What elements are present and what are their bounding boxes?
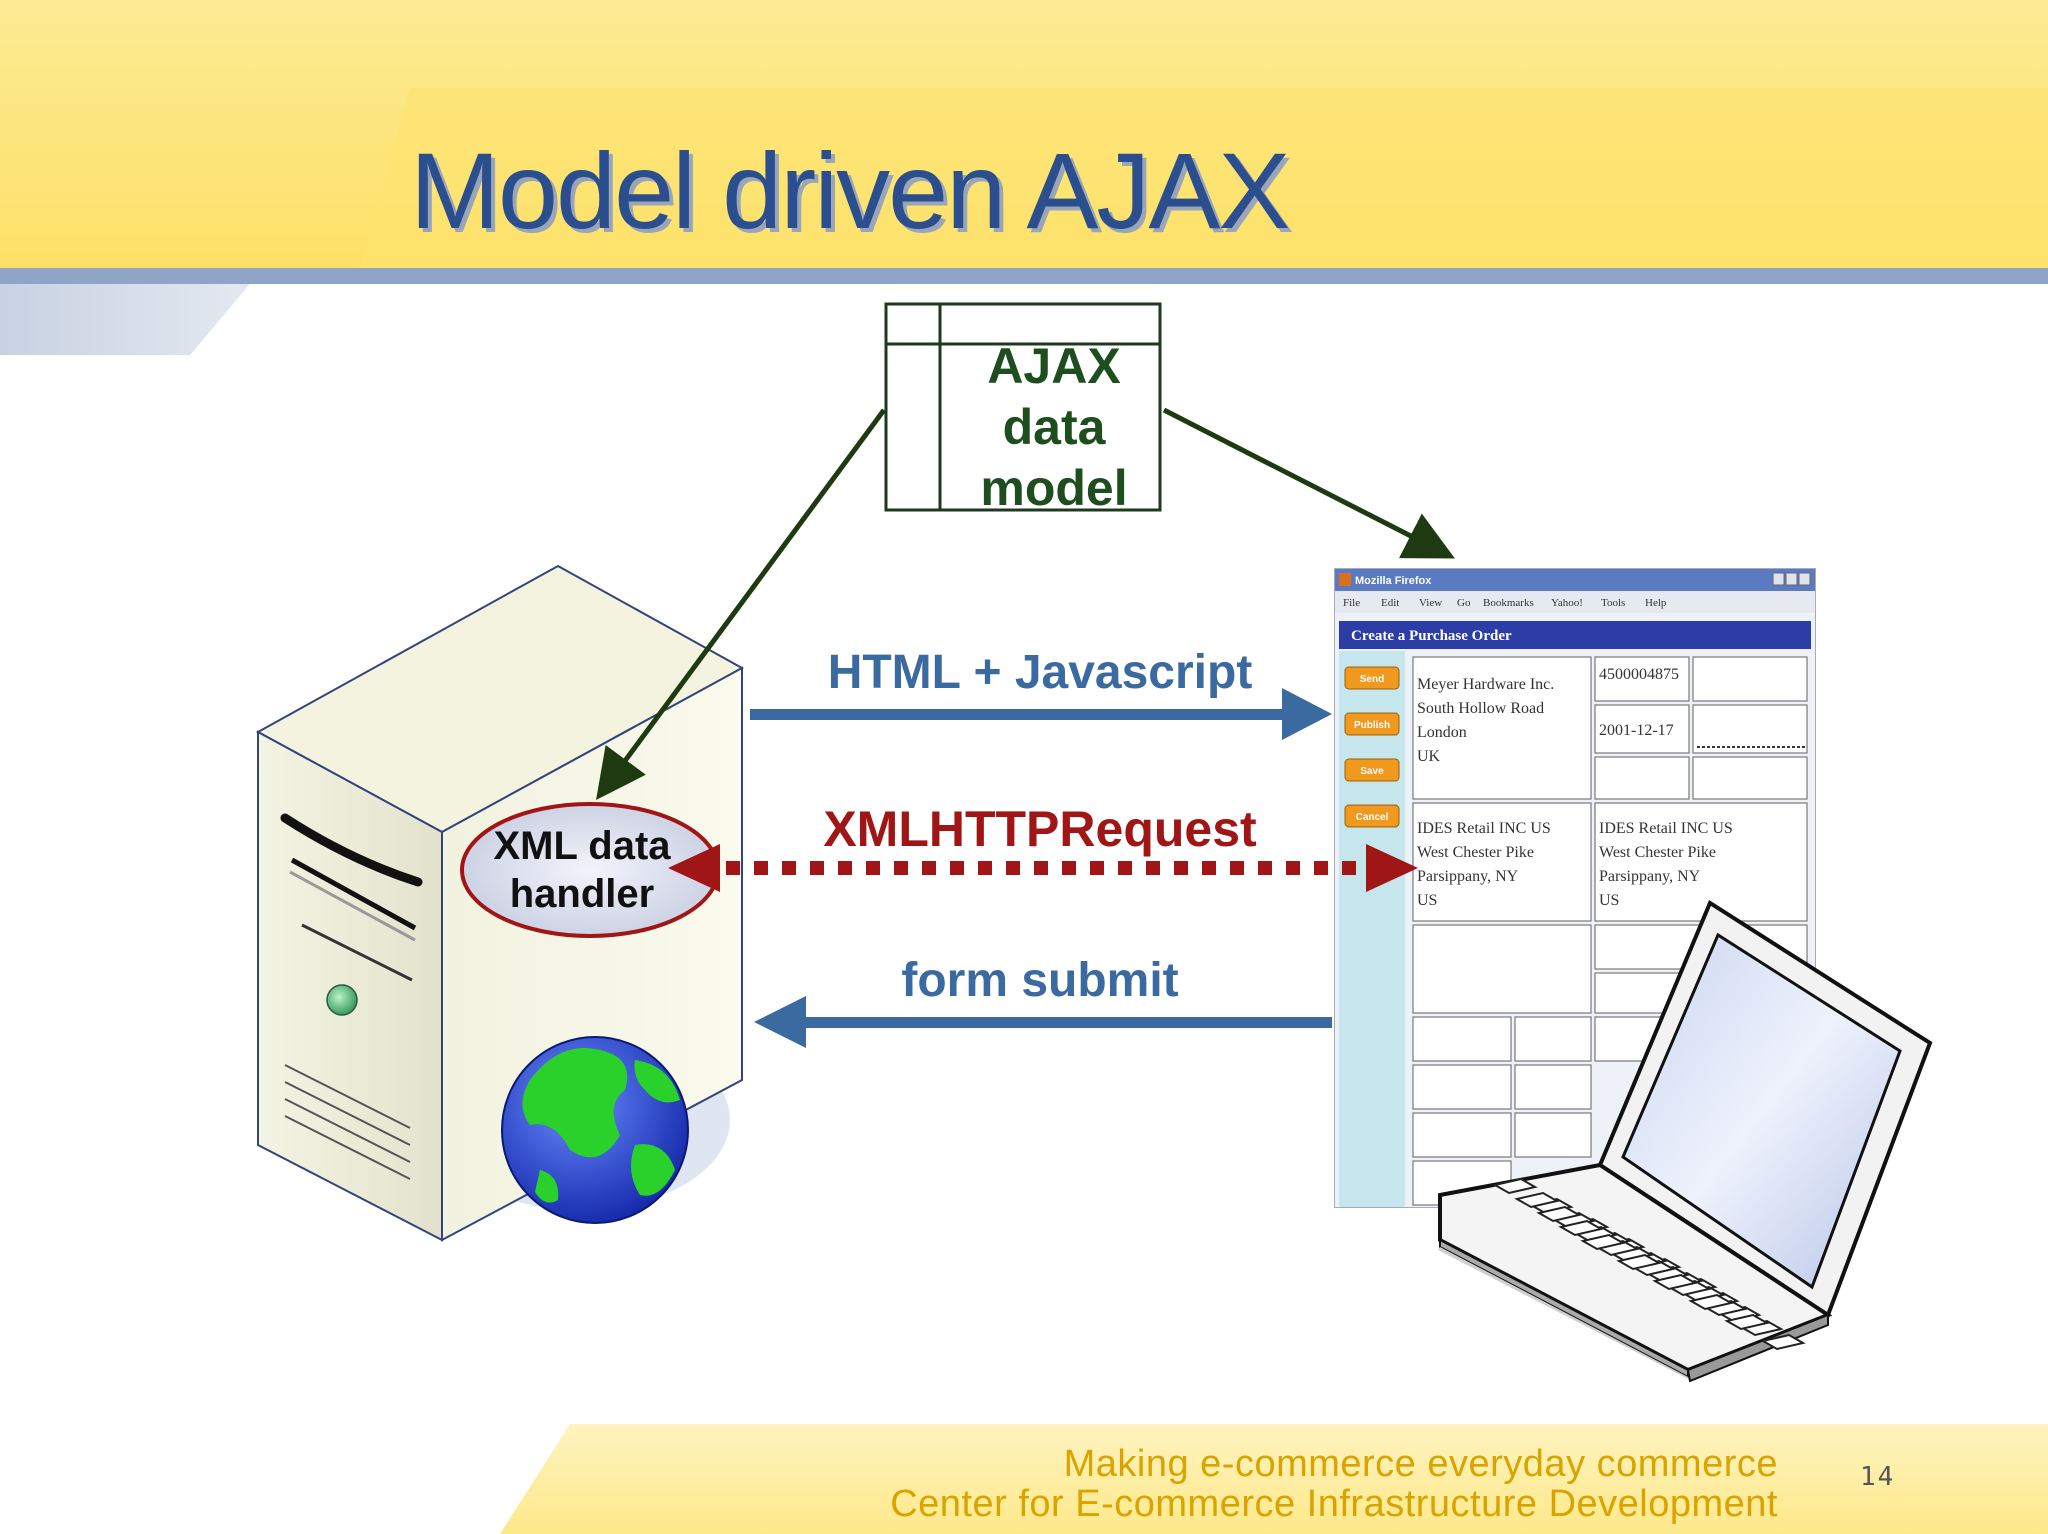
buyer-address-line: Parsippany, NY: [1599, 868, 1701, 885]
html-js-arrow: [750, 688, 1332, 740]
form-action-button[interactable]: [1344, 666, 1400, 690]
seller-address-line: South Hollow Road: [1417, 700, 1544, 717]
form-action-button[interactable]: [1344, 712, 1400, 736]
xml-handler-label: XML data handler: [462, 822, 702, 918]
browser-menu-item[interactable]: Tools: [1601, 597, 1625, 609]
buyer-address-line: US: [1599, 892, 1619, 909]
browser-menu-item[interactable]: Go: [1457, 597, 1471, 609]
keyboard-key: [1492, 1177, 1538, 1195]
xhr-label: XMLHTTPRequest: [823, 801, 1257, 857]
form-action-button[interactable]: [1344, 758, 1400, 782]
browser-menu-item[interactable]: Edit: [1381, 597, 1399, 609]
keyboard-key: [1580, 1233, 1626, 1251]
browser-menu-item[interactable]: File: [1343, 597, 1360, 609]
keyboard-key: [1616, 1253, 1662, 1271]
slide-title: Model driven AJAX: [410, 130, 1290, 251]
xml-handler-label-line1: XML data: [493, 824, 671, 868]
model-to-handler-arrow: [596, 408, 887, 801]
browser-menu-item[interactable]: Help: [1645, 597, 1667, 609]
page-header: Create a Purchase Order: [1351, 628, 1512, 644]
keyboard-key: [1536, 1205, 1582, 1223]
keyboard-key: [1688, 1293, 1734, 1311]
browser-title: Mozilla Firefox: [1355, 575, 1432, 587]
buyer-address-line: West Chester Pike: [1599, 844, 1716, 861]
form-submit-arrow: [754, 996, 1332, 1048]
form-action-button-label: Send: [1360, 674, 1384, 685]
consignee-address-line: US: [1417, 892, 1437, 909]
consignee-address-line: Parsippany, NY: [1417, 868, 1519, 885]
keyboard-key: [1652, 1273, 1698, 1291]
web-server-illustration: [255, 564, 745, 1242]
page-number: 14: [1860, 1462, 1896, 1492]
seller-address-line: UK: [1417, 748, 1441, 765]
data-model-label: AJAX data model: [980, 338, 1128, 516]
footer-organization: Center for E-commerce Infrastructure Dev…: [890, 1483, 1778, 1525]
form-action-button-label: Cancel: [1356, 812, 1389, 823]
form-action-button-label: Save: [1360, 766, 1384, 777]
order-date: 2001-12-17: [1599, 722, 1674, 739]
form-action-button[interactable]: [1344, 804, 1400, 828]
keyboard-key: [1558, 1219, 1604, 1237]
globe-icon: [501, 1036, 689, 1224]
order-number: 4500004875: [1599, 666, 1679, 683]
browser-menu-item[interactable]: Yahoo!: [1551, 597, 1583, 609]
keyboard-key: [1760, 1333, 1806, 1351]
seller-address-line: London: [1417, 724, 1467, 741]
consignee-address-line: West Chester Pike: [1417, 844, 1534, 861]
keyboard-key: [1514, 1191, 1560, 1209]
form-action-button-label: Publish: [1354, 720, 1390, 731]
consignee-address-line: IDES Retail INC US: [1417, 820, 1551, 837]
data-model-table-icon: [884, 302, 1162, 512]
xml-handler-label-line2: handler: [509, 872, 655, 916]
laptop-illustration: [1438, 900, 1933, 1383]
model-to-browser-arrow: [1162, 407, 1455, 559]
xhr-double-arrow: [668, 844, 1418, 892]
footer-tagline: Making e-commerce everyday commerce: [1063, 1443, 1778, 1485]
browser-menu-item[interactable]: Bookmarks: [1483, 597, 1534, 609]
seller-address-line: Meyer Hardware Inc.: [1417, 676, 1554, 693]
html-js-label: HTML + Javascript: [827, 646, 1253, 699]
buyer-address-line: IDES Retail INC US: [1599, 820, 1733, 837]
form-submit-label: form submit: [901, 954, 1179, 1007]
browser-menu-item[interactable]: View: [1419, 597, 1442, 609]
keyboard-key: [1724, 1313, 1770, 1331]
